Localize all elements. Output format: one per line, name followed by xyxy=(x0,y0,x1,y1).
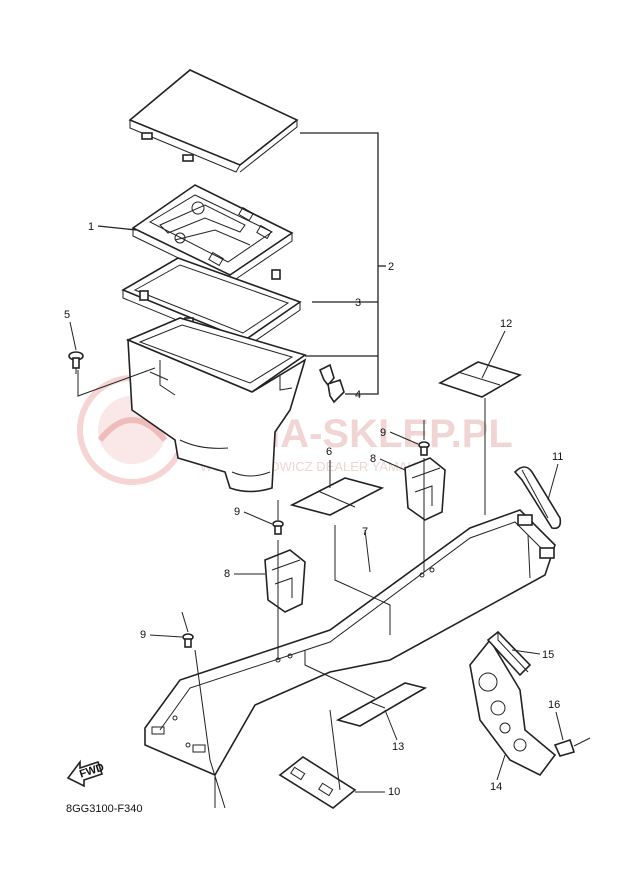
holder-8-upper xyxy=(404,457,446,521)
storage-box xyxy=(125,317,307,493)
callout-16: 16 xyxy=(548,699,560,711)
callouts: 1 2 3 4 5 6 7 8 8 9 9 9 10 11 12 13 14 1… xyxy=(64,221,564,798)
screw-5 xyxy=(68,351,84,374)
callout-13: 13 xyxy=(392,741,404,753)
callout-7: 7 xyxy=(362,526,368,538)
leader-lines xyxy=(194,398,531,809)
pin-9-middle xyxy=(272,500,284,535)
callout-1: 1 xyxy=(88,221,94,233)
sticker-6 xyxy=(289,477,385,516)
callout-8-upper: 8 xyxy=(370,453,376,465)
callout-5: 5 xyxy=(64,309,70,321)
screw-5-leader xyxy=(77,367,156,397)
wire-clip-11 xyxy=(513,466,562,530)
sticker-13 xyxy=(335,682,428,727)
callout-11: 11 xyxy=(552,451,563,463)
callout-9-lower: 9 xyxy=(140,629,146,641)
pin-9-lower xyxy=(181,611,194,648)
callout-9-upper: 9 xyxy=(380,427,386,439)
callout-8-lower: 8 xyxy=(224,568,230,580)
callout-9-middle: 9 xyxy=(234,506,240,518)
callout-4: 4 xyxy=(355,389,361,401)
group-bracket xyxy=(300,132,379,357)
callout-2: 2 xyxy=(388,261,394,273)
callout-10: 10 xyxy=(388,786,400,798)
clip-part xyxy=(318,363,345,404)
block-15 xyxy=(486,630,532,677)
tool-tray xyxy=(131,184,294,284)
fwd-arrow-icon: FWD xyxy=(66,759,106,788)
cover-14 xyxy=(469,638,557,777)
sticker-12 xyxy=(438,361,522,398)
plate-10 xyxy=(278,756,357,809)
box-lid xyxy=(128,69,299,173)
diagram-code: 8GG3100-F340 xyxy=(66,803,142,815)
callout-6: 6 xyxy=(326,446,332,458)
callout-15: 15 xyxy=(542,649,554,661)
holder-8-lower xyxy=(264,549,306,613)
bolt-16 xyxy=(553,737,591,757)
callout-14: 14 xyxy=(490,781,502,793)
callout-3: 3 xyxy=(355,297,361,309)
pin-9-upper xyxy=(418,420,430,456)
callout-12: 12 xyxy=(500,318,512,330)
